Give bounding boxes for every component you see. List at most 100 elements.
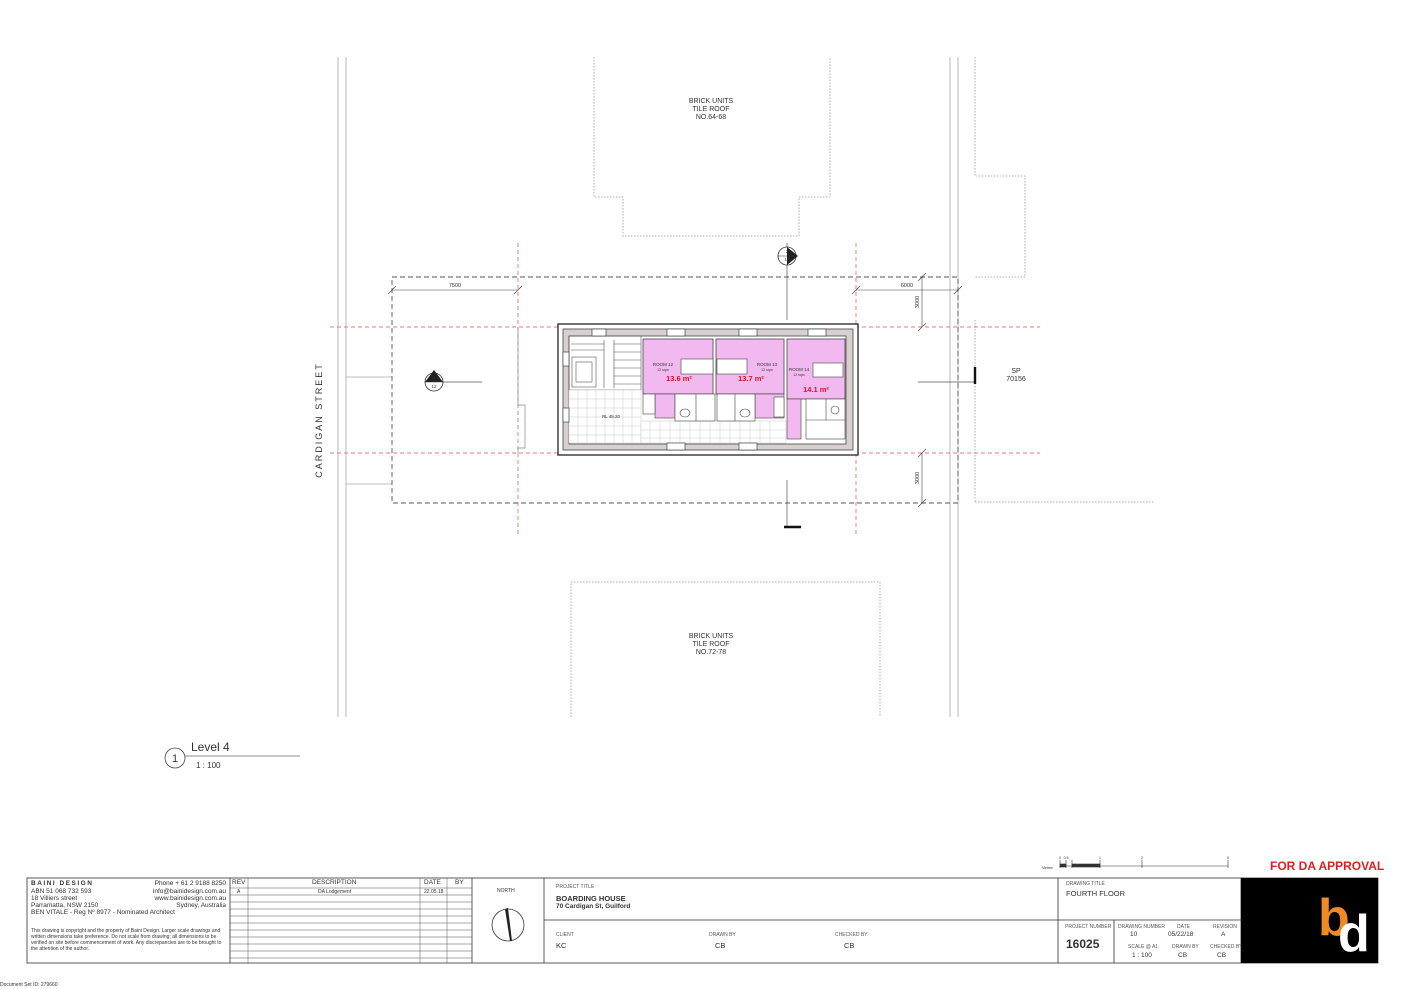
scale-value: 1 : 100 (1132, 952, 1152, 959)
drawing-title: FOURTH FLOOR (1066, 889, 1126, 898)
view-title (164, 747, 300, 769)
revision-label: REVISION (1213, 924, 1237, 930)
project-checked-value: CB (844, 941, 855, 950)
section-left-sheet: 12 (431, 384, 437, 389)
room-14-name: ROOM 14 (789, 367, 810, 372)
firm-suburb: Parramatta, NSW 2150 (31, 902, 99, 909)
date-value: 05/22/18 (1168, 931, 1194, 938)
firm-street: 18 Villiers street (31, 895, 78, 902)
project-number: 16025 (1066, 937, 1100, 951)
scale-bar (1059, 860, 1229, 868)
firm-phone: Phone + 61 2 9188 8250 (154, 880, 226, 887)
scale-bar-unit: Metres (1042, 866, 1053, 870)
dimension-right: 6000 (901, 283, 913, 289)
ground-floor-edge (517, 327, 526, 453)
drawing-number-label: DRAWING NUMBER (1118, 924, 1166, 930)
section-left-number: 1 (433, 375, 436, 380)
approval-stamp: FOR DA APPROVAL (1270, 859, 1385, 873)
room-12-name: ROOM 12 (653, 362, 674, 367)
site-boundary (391, 276, 959, 504)
reduced-level-label: RL 45.20 (602, 414, 621, 419)
south-neighbour-outline (570, 581, 881, 717)
room-14-area-label: 14.1 m² (803, 385, 829, 394)
project-title: BOARDING HOUSE (556, 894, 626, 903)
firm-city: Sydney, Australia (176, 902, 226, 909)
section-cut-marks (784, 367, 977, 529)
north-building-label-3: NO.64-68 (696, 114, 726, 121)
beds (680, 358, 844, 378)
project-address: 70 Cardigan St, Guilford (556, 903, 631, 910)
checked-by-value: CB (1217, 952, 1227, 959)
revision-row-date: 22.05.18 (424, 889, 444, 895)
dimension-left: 7500 (449, 283, 461, 289)
section-marker-left (424, 370, 482, 392)
room-14-note: 12 sqm (793, 373, 805, 377)
north-arrow-icon (491, 908, 525, 942)
south-building-label-2: TILE ROOF (693, 641, 730, 648)
north-building-label-1: BRICK UNITS (689, 98, 734, 105)
street-label: CARDIGAN STREET (314, 362, 324, 478)
project-number-label: PROJECT NUMBER (1065, 924, 1112, 930)
scale-bar-tick-1: 0.5 (1064, 856, 1069, 860)
client-value: KC (556, 941, 567, 950)
copyright-notice: This drawing is copyright and the proper… (31, 928, 222, 952)
north-neighbour-outline (593, 57, 831, 237)
firm-architect: BEN VITALE - Reg Nº 8977 - Nominated Arc… (31, 909, 175, 916)
north-label: NORTH (497, 888, 515, 894)
room-12-entry (654, 393, 676, 419)
revision-header-description: DESCRIPTION (312, 879, 357, 886)
baini-design-logo: b d (1241, 878, 1378, 963)
revision-header-rev: REV (232, 879, 246, 886)
scale-bar-tick-2: 1 (1099, 856, 1101, 860)
south-building-label-3: NO.72-78 (696, 649, 726, 656)
bathrooms (642, 393, 846, 440)
section-top-number: 2 (786, 249, 789, 254)
room-12-area-label: 13.6 m² (666, 374, 692, 383)
south-building-label-1: BRICK UNITS (689, 633, 734, 640)
client-label: CLIENT (556, 932, 574, 938)
room-12-note: 12 sqm (657, 368, 669, 372)
revision-header-date: DATE (424, 879, 441, 886)
neighbour-label-1: SP (1011, 368, 1021, 375)
section-top-sheet: 12 (784, 257, 790, 262)
project-drawn-value: CB (715, 941, 726, 950)
view-scale: 1 : 100 (196, 761, 221, 770)
view-name: Level 4 (191, 740, 230, 754)
title-block-frame (26, 877, 1379, 964)
logo-letter-d: d (1338, 905, 1370, 963)
project-checked-label: CHECKED BY (835, 932, 868, 938)
east-neighbour-outline (974, 57, 1026, 278)
dimension-top: 3000 (915, 296, 921, 308)
dimension-lines (387, 272, 963, 508)
drawing-number: 10 (1130, 931, 1138, 938)
corridor-tiles (568, 389, 787, 444)
scale-bar-tick-3: 2 (1141, 856, 1143, 860)
stair-core (568, 335, 642, 391)
section-marker-top (777, 243, 798, 320)
logo-letter-b: b (1318, 889, 1350, 947)
project-title-label: PROJECT TITLE (556, 884, 595, 890)
dimension-bottom: 3000 (915, 472, 921, 484)
scale-bar-tick-4: 5 (1227, 856, 1229, 860)
scale-bar-tick-0: 0 (1059, 856, 1061, 860)
room-14-entry (786, 398, 802, 440)
room-13-name: ROOM 13 (757, 362, 778, 367)
revision-value: A (1221, 931, 1226, 938)
neighbour-label-2: 70156 (1006, 376, 1026, 383)
windows (562, 328, 827, 451)
project-drawn-label: DRAWN BY (709, 932, 736, 938)
document-set-id: Document Set ID: 279660 (0, 982, 58, 988)
room-13-note: 12 sqm (761, 368, 773, 372)
revision-row-rev: A (237, 889, 241, 895)
drawn-by-label: DRAWN BY (1172, 944, 1199, 950)
firm-name: BAINI DESIGN (31, 880, 94, 887)
scale-label: SCALE @ A1 (1128, 944, 1159, 950)
date-label: DATE (1177, 924, 1190, 930)
drawing-title-label: DRAWING TITLE (1066, 881, 1105, 887)
room-13-area-label: 13.7 m² (738, 374, 764, 383)
firm-email: info@bainidesign.com.au (152, 888, 226, 895)
firm-web: www.bainidesign.com.au (154, 895, 226, 902)
view-number: 1 (172, 753, 178, 765)
north-building-label-2: TILE ROOF (693, 106, 730, 113)
